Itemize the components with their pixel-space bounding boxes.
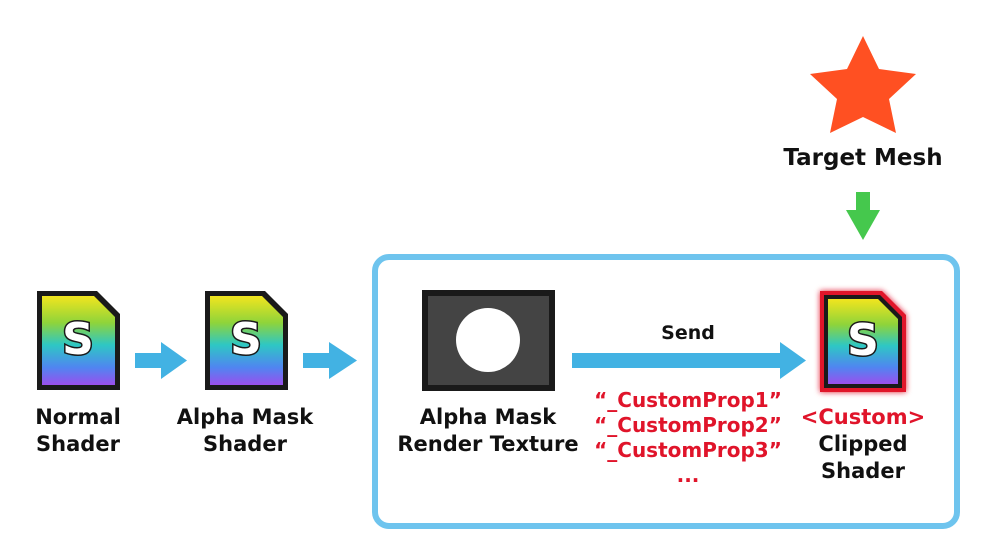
send-label: Send	[661, 322, 715, 344]
property-item: “_CustomProp2”	[594, 413, 782, 437]
arrow-send	[572, 342, 806, 379]
svg-text:S: S	[847, 315, 879, 366]
svg-text:S: S	[62, 314, 94, 365]
custom-tag: <Custom>	[800, 405, 926, 429]
property-item: “_CustomProp3”	[594, 438, 782, 462]
arrow-mask-to-texture	[303, 342, 357, 379]
render-texture-icon	[422, 290, 555, 391]
render-texture-label: Alpha Mask Render Texture	[397, 405, 579, 456]
shader-file-icon: S	[37, 291, 120, 390]
property-item: “_CustomProp1”	[594, 388, 782, 412]
arrow-normal-to-mask	[135, 342, 187, 379]
custom-properties-list: “_CustomProp1” “_CustomProp2” “_CustomPr…	[578, 388, 798, 488]
target-mesh-label: Target Mesh	[783, 145, 943, 171]
svg-text:S: S	[230, 314, 262, 365]
render-group-box	[372, 254, 960, 529]
normal-shader-label: Normal Shader	[35, 405, 121, 456]
shader-file-icon: S	[205, 291, 288, 390]
down-arrow	[846, 192, 880, 240]
clipped-shader-label: <Custom> Clipped Shader	[793, 404, 933, 485]
alpha-mask-shader-label: Alpha Mask Shader	[176, 405, 314, 456]
shader-file-icon: S	[820, 291, 906, 392]
property-item: ...	[676, 463, 700, 487]
star-icon	[810, 36, 916, 133]
